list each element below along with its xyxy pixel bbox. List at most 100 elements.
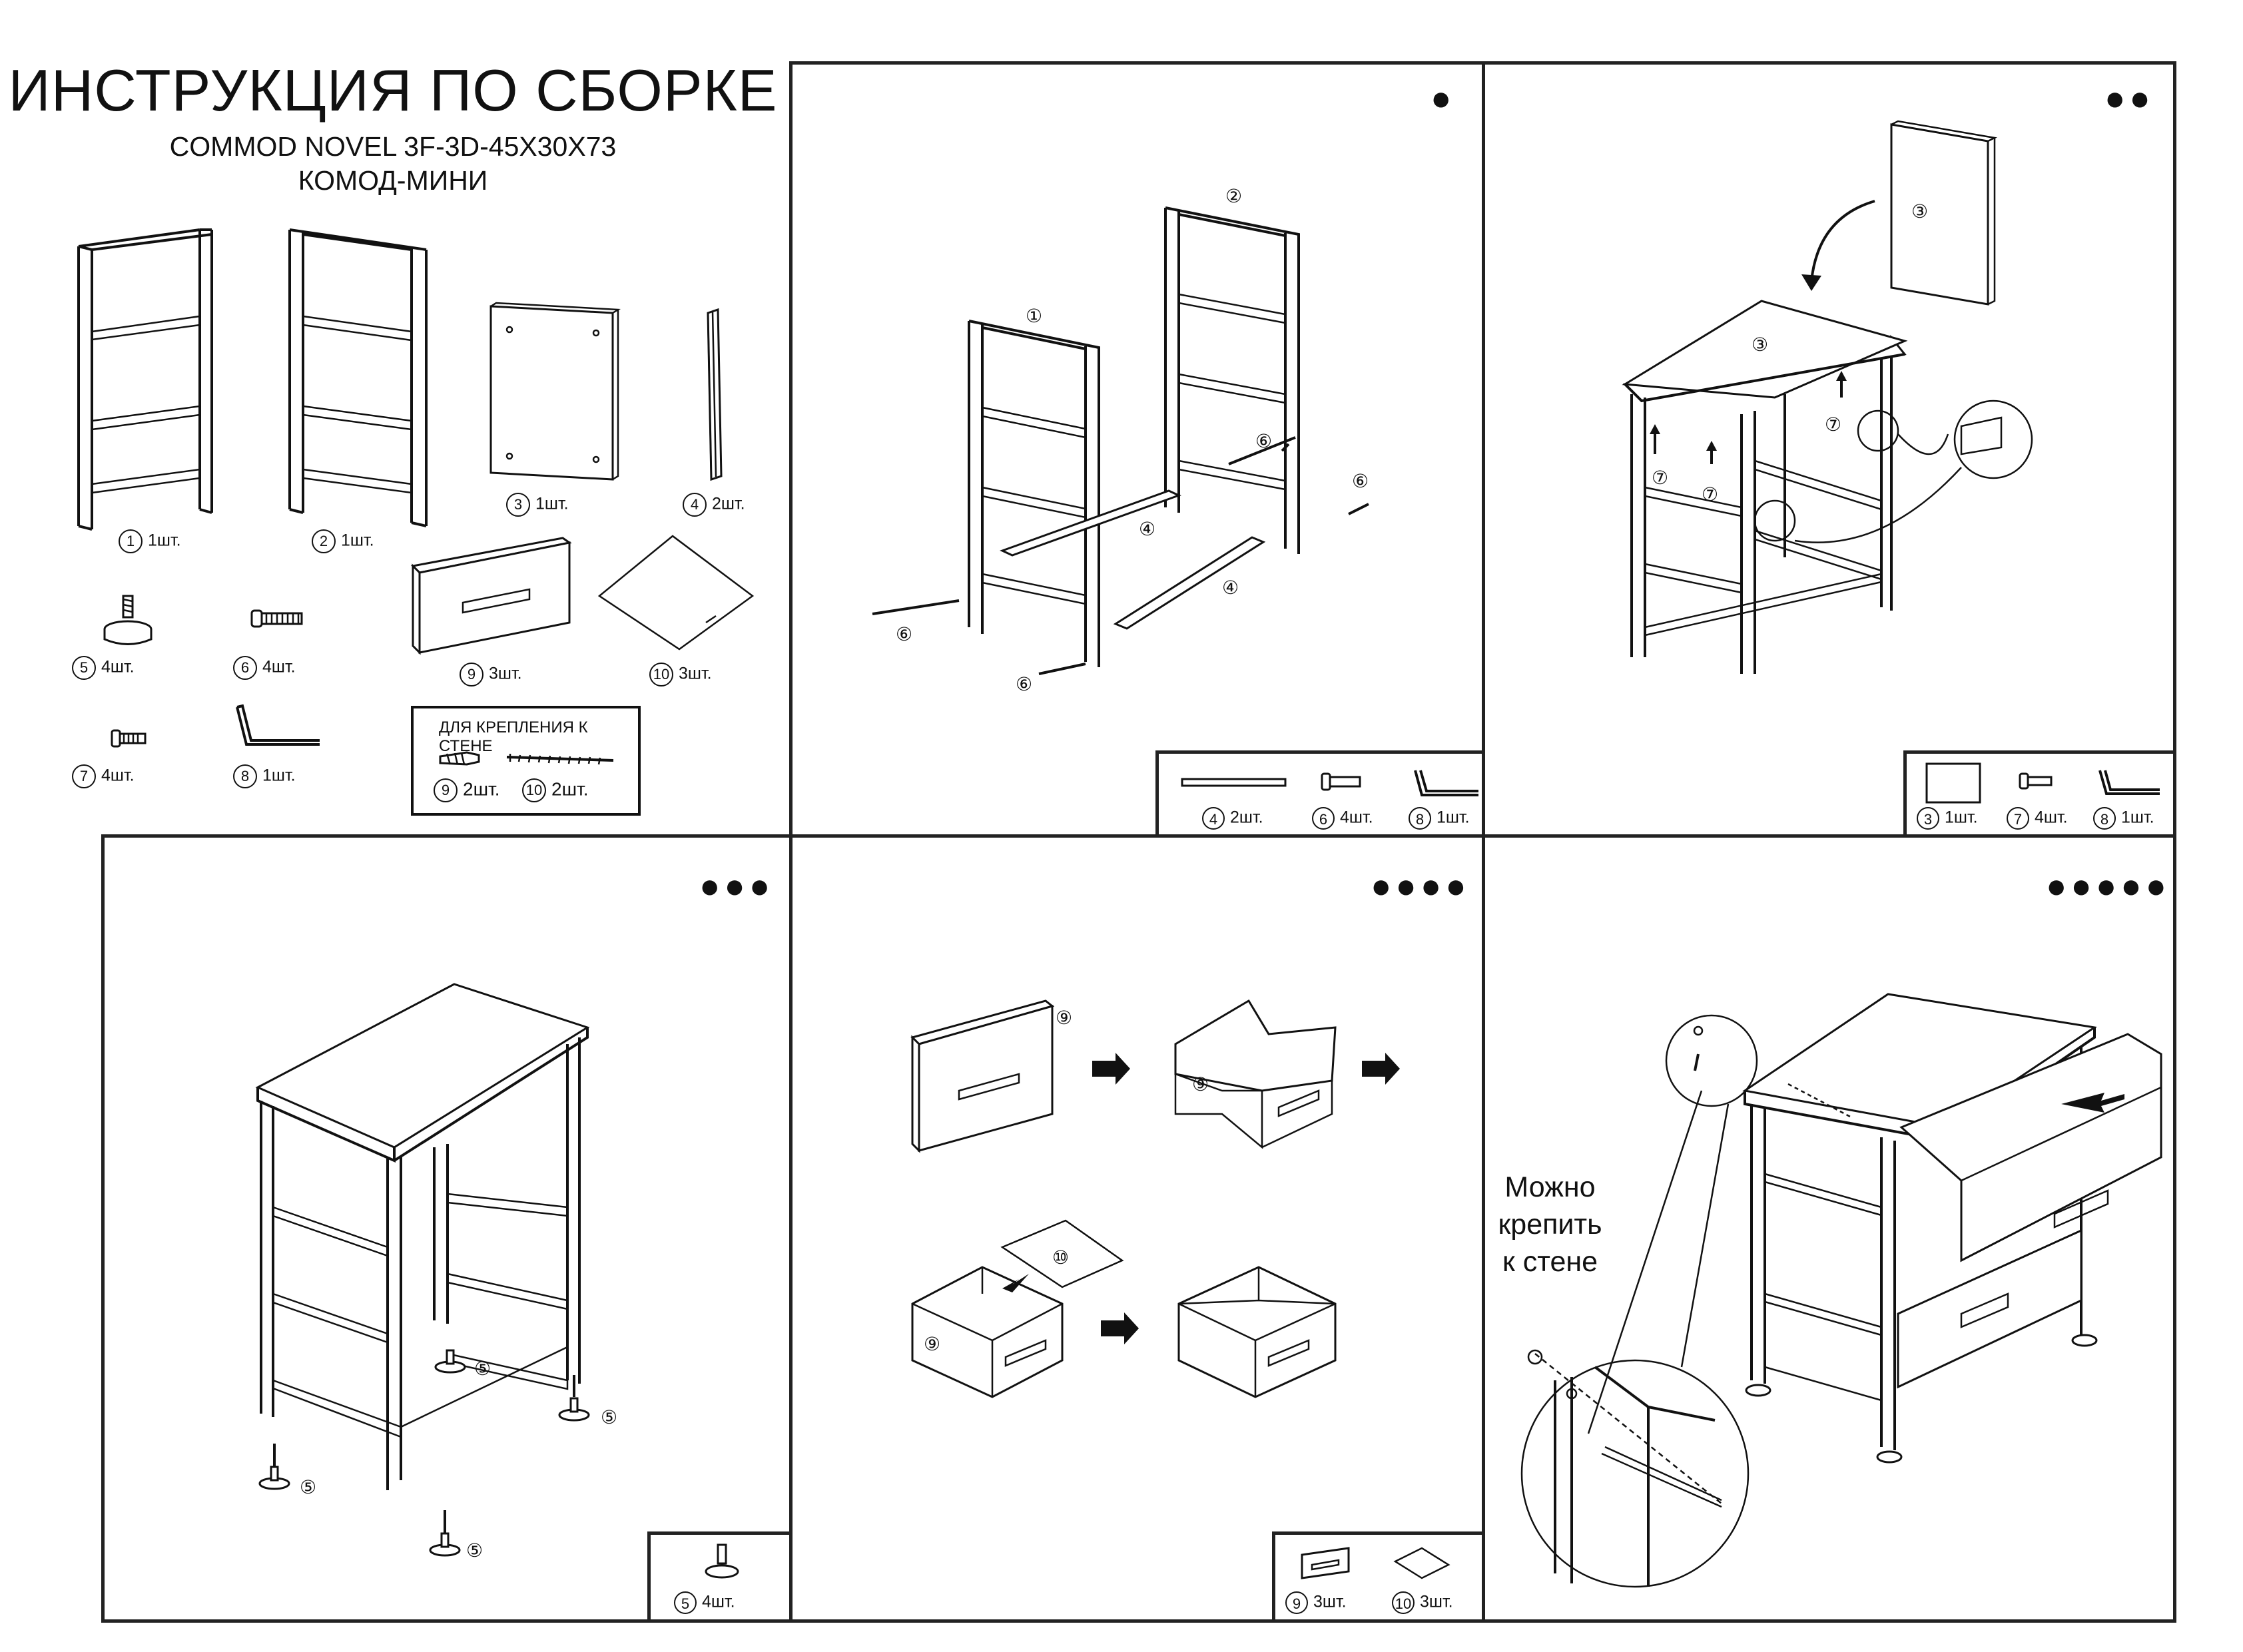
part-1-number: 1	[119, 529, 143, 553]
part-3-qty: 1шт.	[535, 494, 569, 513]
step-2-part-c: 8 1шт.	[2093, 807, 2154, 830]
wall-kit-screw-qty: 2шт.	[551, 778, 589, 800]
svg-text:⑦: ⑦	[1652, 467, 1668, 488]
part-10-number: 10	[649, 663, 673, 687]
part-1-side-frame-drawing	[77, 228, 213, 531]
step-2-part-a-number: 3	[1917, 807, 1939, 830]
part-5-number: 5	[72, 656, 96, 680]
svg-text:④: ④	[1222, 577, 1239, 598]
step-3-illustration: ⑤ ⑤ ⑤ ⑤	[255, 983, 617, 1561]
svg-text:⑩: ⑩	[1052, 1247, 1069, 1268]
part-6-qty: 4шт.	[262, 657, 296, 677]
svg-text:⑤: ⑤	[300, 1477, 316, 1498]
svg-text:⑨: ⑨	[1192, 1074, 1209, 1095]
wall-mount-note-line-2: крепить	[1498, 1209, 1602, 1240]
part-8-number: 8	[233, 764, 257, 788]
step-1-part-b: 6 4шт.	[1312, 807, 1373, 830]
part-4-label: 4 2шт.	[683, 493, 745, 517]
part-10-qty: 3шт.	[679, 664, 712, 683]
part-5-leveling-foot-drawing	[103, 595, 153, 645]
step-4-illustration: ⑨ ⑨ ⑩ ⑨	[910, 999, 1400, 1398]
step-1-part-c-number: 8	[1409, 807, 1431, 830]
step-1-part-b-qty: 4шт.	[1340, 808, 1373, 827]
svg-text:①: ①	[1026, 306, 1042, 326]
svg-text:⑥: ⑥	[1016, 674, 1032, 694]
part-6-number: 6	[233, 656, 257, 680]
step-3-part-a-number: 5	[674, 1591, 697, 1614]
step-4-part-b: 10 3шт.	[1392, 1591, 1453, 1614]
step-2-part-c-number: 8	[2093, 807, 2116, 830]
part-10-label: 10 3шт.	[649, 663, 712, 687]
part-10-liner-sheet-drawing	[597, 535, 755, 651]
step-5-indicator: ●●●●●	[2046, 867, 2171, 906]
part-9-qty: 3шт.	[489, 664, 522, 683]
part-9-number: 9	[460, 663, 483, 687]
step-4-parts-drawing	[1301, 1547, 1450, 1579]
step-3-indicator: ●●●	[699, 867, 775, 906]
wall-mount-note: Можно крепить к стене	[1488, 1169, 1612, 1280]
svg-text:⑦: ⑦	[1825, 414, 1841, 435]
svg-text:③: ③	[1911, 201, 1928, 222]
wall-kit-anchor-qty: 2шт.	[463, 778, 500, 800]
step-4-part-b-number: 10	[1392, 1591, 1415, 1614]
part-2-qty: 1шт.	[341, 531, 374, 550]
step-1-illustration: ① ② ④ ④ ⑥ ⑥ ⑥ ⑥	[872, 186, 1369, 694]
step-2-indicator: ●●	[2104, 79, 2154, 118]
svg-text:⑨: ⑨	[1056, 1007, 1072, 1028]
step-1-part-b-number: 6	[1312, 807, 1335, 830]
part-3-top-panel-drawing	[489, 302, 621, 481]
document-title: ИНСТРУКЦИЯ ПО СБОРКЕ	[8, 57, 778, 123]
step-1-indicator: ●	[1431, 79, 1456, 118]
wall-mount-hardware-drawing	[439, 751, 614, 766]
svg-text:⑥: ⑥	[896, 624, 912, 645]
part-4-number: 4	[683, 493, 707, 517]
svg-text:③: ③	[1752, 334, 1768, 355]
step-4-part-b-qty: 3шт.	[1420, 1592, 1453, 1611]
part-4-qty: 2шт.	[712, 494, 745, 513]
wall-kit-anchor-number: 9	[434, 778, 458, 802]
step-2-part-b-qty: 4шт.	[2035, 808, 2068, 827]
step-4-indicator: ●●●●	[1371, 867, 1470, 906]
svg-text:⑨: ⑨	[924, 1334, 940, 1354]
part-6-bolt-drawing	[250, 609, 303, 628]
step-2-part-c-qty: 1шт.	[2121, 808, 2154, 827]
part-8-qty: 1шт.	[262, 766, 296, 785]
svg-text:②: ②	[1225, 186, 1242, 206]
step-1-part-a-number: 4	[1202, 807, 1225, 830]
step-5-panel	[1482, 834, 2176, 1623]
part-2-number: 2	[312, 529, 336, 553]
step-2-part-b-number: 7	[2007, 807, 2029, 830]
svg-text:⑤: ⑤	[601, 1407, 617, 1428]
step-1-parts-drawing	[1181, 770, 1478, 796]
part-4-rail-drawing	[707, 308, 723, 481]
part-1-qty: 1шт.	[148, 531, 181, 550]
step-5-illustration	[1520, 993, 2162, 1588]
svg-text:⑤: ⑤	[474, 1358, 491, 1379]
step-1-part-a-qty: 2шт.	[1230, 808, 1263, 827]
step-4-part-a-number: 9	[1285, 1591, 1308, 1614]
wall-mount-note-line-1: Можно	[1504, 1171, 1596, 1203]
part-2-side-frame-drawing	[288, 228, 428, 527]
product-name: КОМОД-МИНИ	[298, 165, 488, 196]
svg-text:⑦: ⑦	[1702, 484, 1718, 505]
part-8-label: 8 1шт.	[233, 764, 296, 788]
step-2-parts-drawing	[1925, 762, 2160, 804]
step-2-part-b: 7 4шт.	[2007, 807, 2068, 830]
part-7-qty: 4шт.	[101, 766, 135, 785]
part-9-label: 9 3шт.	[460, 663, 522, 687]
part-5-qty: 4шт.	[101, 657, 135, 677]
parts-illustrations	[77, 228, 755, 748]
